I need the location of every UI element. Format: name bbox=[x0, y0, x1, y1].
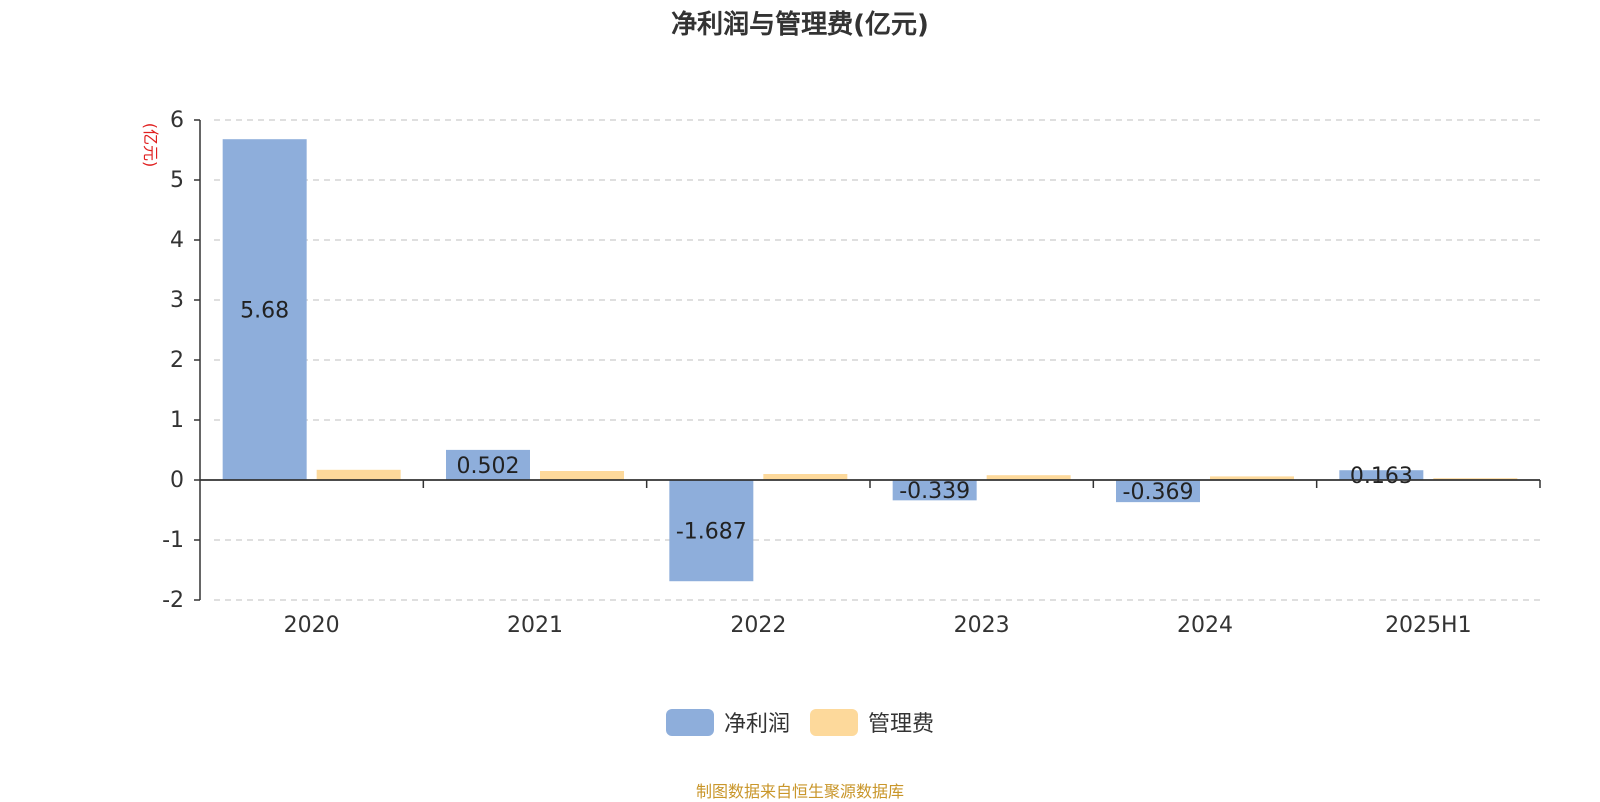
data-label: -0.369 bbox=[1123, 480, 1194, 505]
bar-net-profit bbox=[446, 449, 530, 480]
legend-item-net-profit[interactable]: 净利润 bbox=[665, 706, 790, 738]
bar-management-fee bbox=[1210, 476, 1294, 480]
legend-label-management-fee: 管理费 bbox=[868, 712, 935, 737]
x-tick-label: 2020 bbox=[284, 613, 340, 638]
bar-management-fee bbox=[763, 474, 848, 480]
x-tick-label: 2023 bbox=[954, 613, 1010, 638]
legend-label-net-profit: 净利润 bbox=[723, 712, 790, 737]
data-label: -1.687 bbox=[676, 520, 747, 545]
data-label: 0.163 bbox=[1350, 464, 1413, 489]
y-tick-label: -2 bbox=[162, 588, 184, 613]
legend-swatch-net-profit bbox=[665, 708, 714, 736]
bar-management-fee bbox=[986, 475, 1071, 480]
y-tick-label: 3 bbox=[170, 288, 184, 313]
y-tick-label: 4 bbox=[170, 228, 184, 253]
y-axis-unit-label: (亿元) bbox=[141, 123, 160, 168]
y-tick-label: 1 bbox=[170, 408, 184, 433]
bar-net-profit bbox=[892, 480, 977, 501]
data-label: 5.68 bbox=[240, 299, 289, 324]
bar-management-fee bbox=[540, 471, 624, 480]
data-label: -0.339 bbox=[899, 479, 970, 504]
y-tick-label: 6 bbox=[170, 108, 184, 133]
y-tick-label: -1 bbox=[162, 528, 184, 553]
bar-net-profit bbox=[669, 480, 754, 582]
legend-swatch-management-fee bbox=[810, 708, 858, 736]
x-tick-label: 2025H1 bbox=[1385, 613, 1472, 638]
bar-net-profit bbox=[1339, 470, 1424, 480]
x-tick-label: 2022 bbox=[730, 613, 786, 638]
bar-net-profit bbox=[1116, 480, 1200, 503]
bar-management-fee bbox=[316, 469, 401, 480]
y-tick-label: 2 bbox=[170, 348, 184, 373]
bar-net-profit bbox=[222, 139, 307, 480]
legend-item-management-fee[interactable]: 管理费 bbox=[810, 706, 934, 738]
x-tick-label: 2024 bbox=[1177, 613, 1233, 638]
bar-chart: -2 -1 0 1 2 3 4 5 6 (亿元) 5.68 0.502 -1.687 -0.339 -0.3… bbox=[141, 108, 1541, 638]
legend: 净利润 管理费 bbox=[0, 706, 1600, 738]
data-source-note: 制图数据来自恒生聚源数据库 bbox=[695, 782, 904, 801]
data-label: 0.502 bbox=[457, 454, 520, 479]
y-tick-label: 5 bbox=[170, 168, 184, 193]
y-tick-label: 0 bbox=[170, 468, 184, 493]
chart-title: 净利润与管理费(亿元) bbox=[671, 10, 929, 40]
x-tick-label: 2021 bbox=[507, 613, 563, 638]
